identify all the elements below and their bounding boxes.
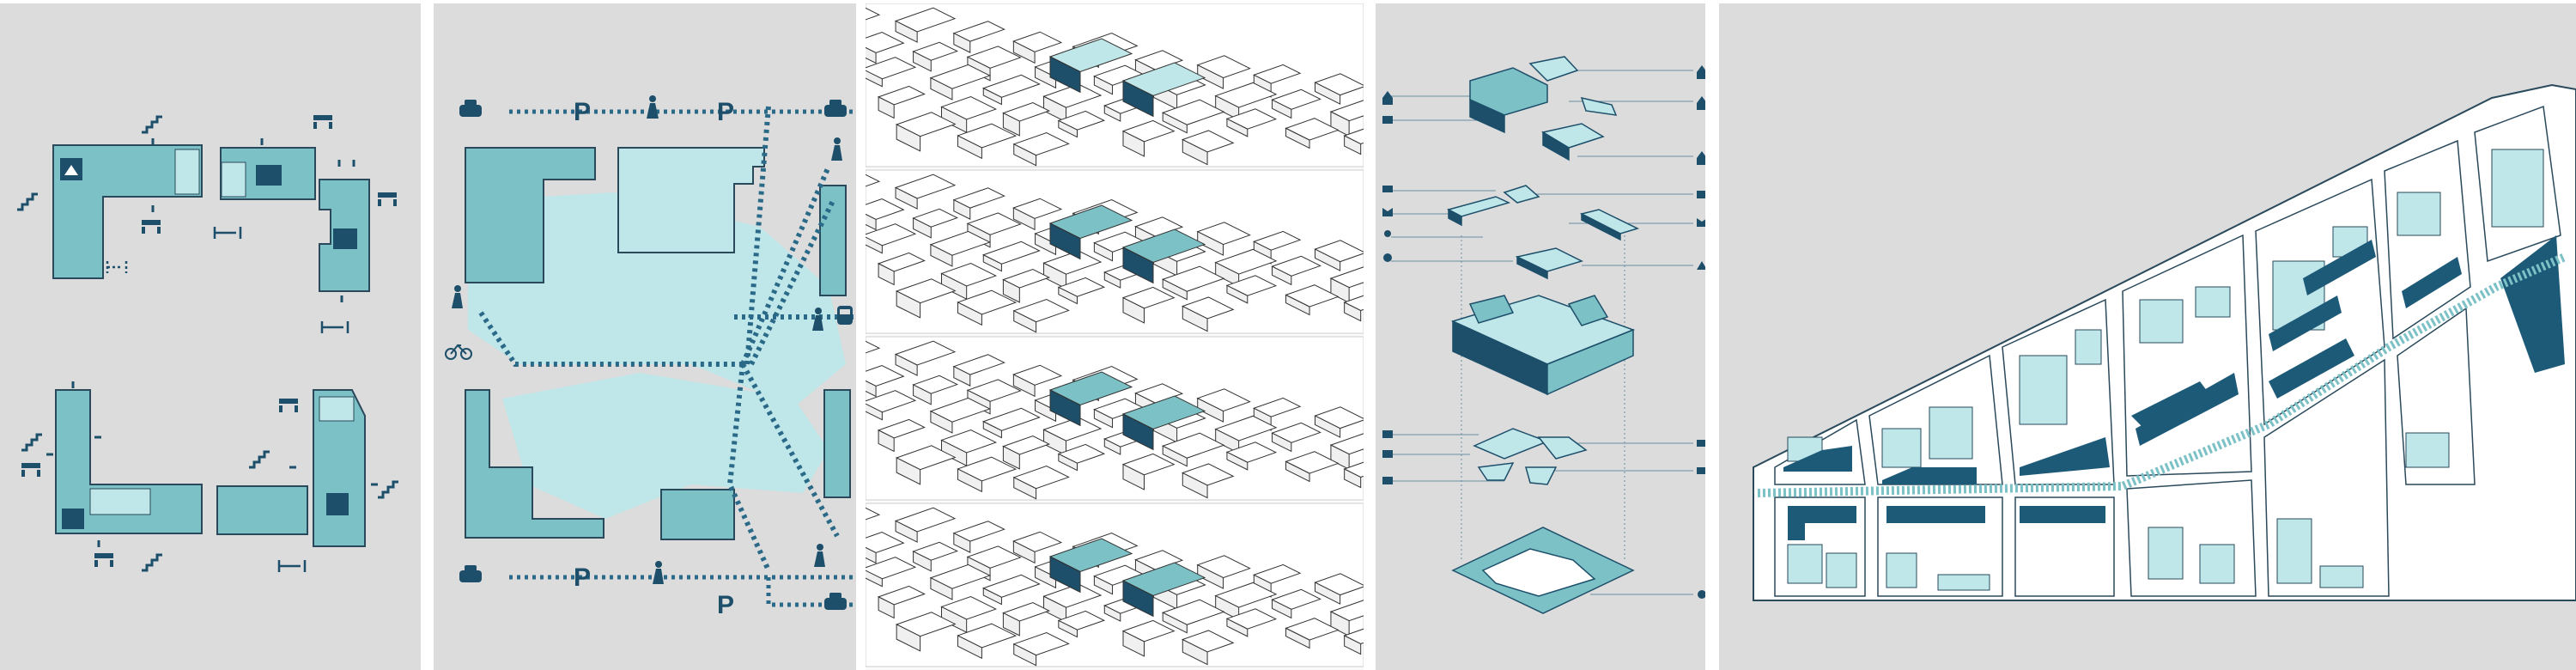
building-block-e (819, 185, 847, 296)
shop-icon (1382, 116, 1393, 124)
factory-icon (1697, 218, 1705, 227)
parking-label: P (574, 563, 591, 592)
shop-icon (1382, 450, 1393, 458)
connector-icon (106, 227, 349, 572)
building-block-s (660, 489, 735, 540)
building-blocks (465, 147, 851, 540)
building-massing-top (1469, 56, 1618, 161)
building-unit-top-middle (220, 147, 316, 200)
parking-label: P (574, 98, 591, 126)
parking-labels: P P P P (574, 98, 734, 619)
open-space-blocks (1787, 149, 2544, 591)
parking-label: P (717, 591, 734, 619)
green-corridor (1757, 253, 2567, 497)
exploded-axonometric-panel (1376, 3, 1705, 670)
ground-plane (1451, 527, 1635, 614)
massing-frame (866, 169, 1364, 334)
bench-icon (1697, 440, 1705, 447)
house-icon (1697, 96, 1705, 110)
building-unit-top-right (319, 179, 370, 292)
car-icon (459, 100, 847, 610)
massing-sequence-panel (866, 3, 1364, 670)
house-icon (1697, 65, 1705, 79)
bicycle-icon (445, 344, 472, 360)
tree-icon (1697, 261, 1705, 270)
bench-icon (1382, 186, 1393, 192)
building-unit-bottom-right (216, 389, 366, 547)
building-unit-bottom-left (55, 389, 203, 534)
parking-label: P (717, 98, 734, 126)
master-plan-panel (1719, 3, 2576, 670)
runner-icon (1384, 230, 1391, 237)
connector-dashes (46, 138, 378, 547)
massing-frame (866, 336, 1364, 501)
stair-icon (17, 115, 398, 572)
factory-icon (1382, 208, 1393, 216)
bench-icon (1697, 467, 1705, 474)
building-massing-mid (1446, 185, 1640, 280)
building-unit-top-left (52, 144, 203, 279)
massing-frame (866, 502, 1364, 667)
massing-frame (866, 3, 1364, 168)
tree-icon (1383, 253, 1392, 262)
pedestrian-icon (452, 95, 842, 584)
house-icon (1697, 151, 1705, 165)
table-chairs-icon (21, 115, 397, 567)
legend-icons-right (1697, 65, 1705, 599)
landscape-pieces (1473, 428, 1588, 485)
bench-icon (1382, 430, 1393, 438)
circulation-plan-panel: P P P P (434, 3, 856, 670)
building-block-se (823, 389, 851, 498)
legend-icons-left (1382, 91, 1393, 484)
train-icon (837, 306, 853, 325)
building-block-nw (465, 147, 596, 283)
bench-icon (1382, 477, 1393, 484)
open-space-fill (468, 192, 846, 519)
dark-buildings (1783, 235, 2565, 540)
runner-icon (1698, 590, 1705, 599)
shop-icon (1697, 191, 1705, 198)
combined-block-axon (1450, 295, 1636, 396)
house-icon (1382, 91, 1393, 105)
unit-diagrams-panel (0, 3, 421, 670)
leader-lines (1391, 70, 1693, 595)
building-block-sw (465, 389, 605, 539)
